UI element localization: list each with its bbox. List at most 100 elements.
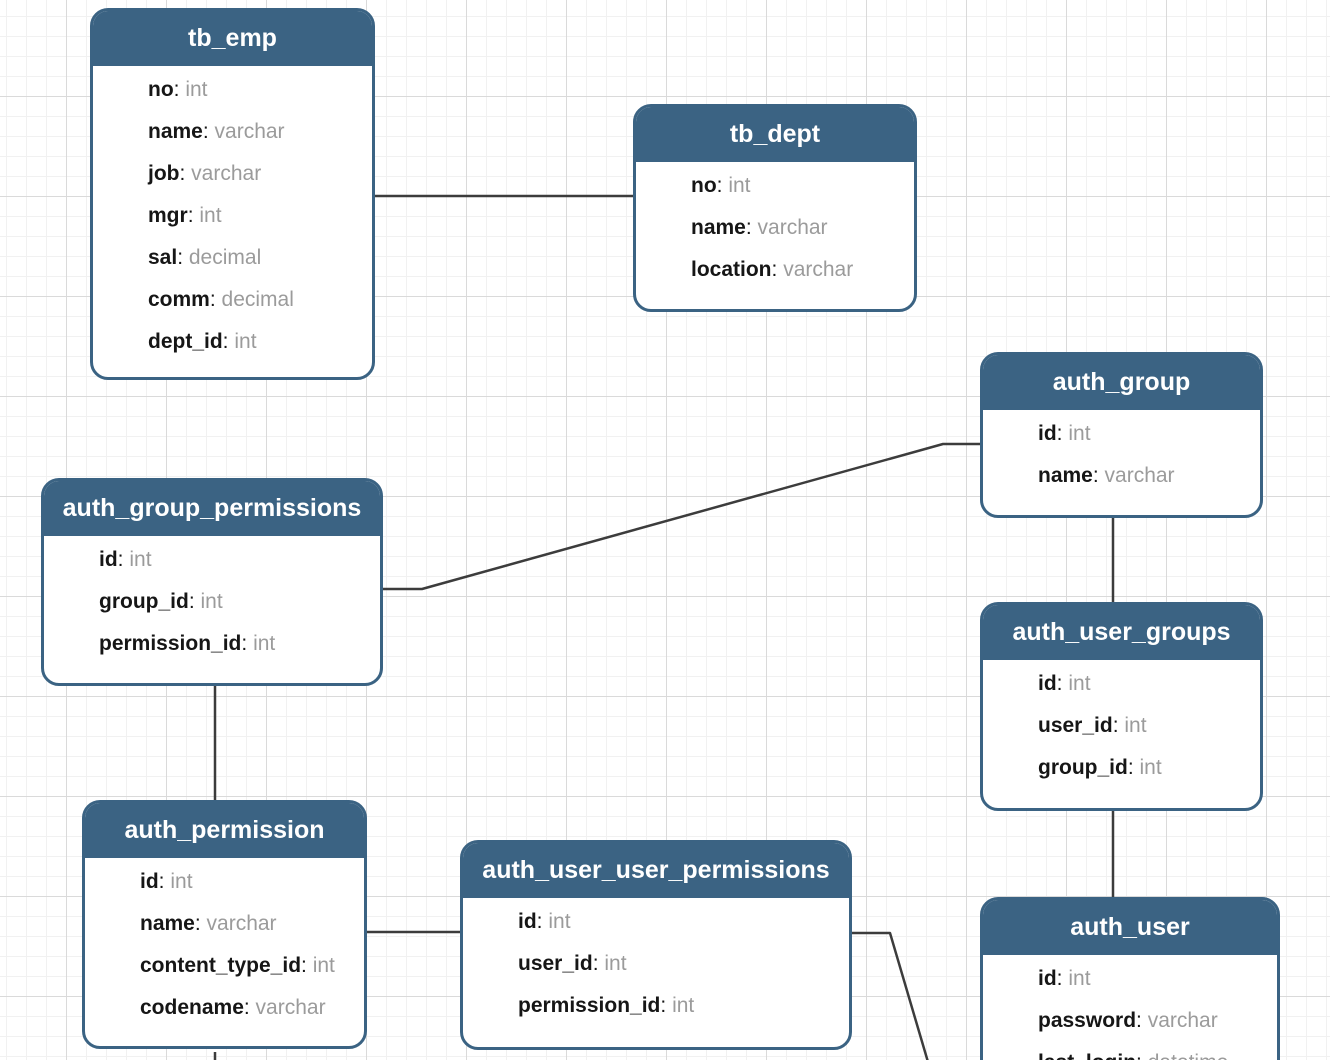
field-type: decimal — [221, 288, 294, 311]
field-separator: : — [179, 162, 192, 185]
field-name: permission_id — [518, 994, 661, 1017]
field-type: varchar — [1104, 464, 1175, 487]
field-row: id: int — [1038, 958, 1277, 1000]
field-type: varchar — [757, 216, 828, 239]
field-row: id: int — [140, 861, 364, 903]
field-name: codename — [140, 996, 244, 1019]
field-separator: : — [187, 204, 200, 227]
field-type: int — [1068, 967, 1091, 990]
field-type: varchar — [255, 996, 326, 1019]
table-title: tb_dept — [636, 107, 914, 162]
field-row: permission_id: int — [518, 985, 849, 1027]
field-separator: : — [1056, 967, 1069, 990]
field-type: decimal — [188, 246, 262, 269]
table-title: auth_user_user_permissions — [463, 843, 849, 898]
field-name: location — [691, 258, 772, 281]
field-type: varchar — [783, 258, 854, 281]
field-row: codename: varchar — [140, 987, 364, 1029]
field-type: int — [129, 548, 152, 571]
field-name: user_id — [1038, 714, 1113, 737]
field-name: group_id — [1038, 756, 1128, 779]
table-title: tb_emp — [93, 11, 372, 66]
table-title: auth_group — [983, 355, 1260, 410]
field-name: last_login — [1038, 1051, 1136, 1060]
field-name: id — [140, 870, 159, 893]
field-separator: : — [592, 952, 605, 975]
field-separator: : — [1127, 756, 1140, 779]
field-separator: : — [1056, 672, 1069, 695]
connector-auth_user_user_permissions-to-offscreen-bottom — [852, 931, 929, 1060]
field-type: int — [200, 590, 223, 613]
field-name: name — [691, 216, 746, 239]
field-separator: : — [209, 288, 222, 311]
field-name: id — [518, 910, 537, 933]
field-row: content_type_id: int — [140, 945, 364, 987]
field-separator: : — [660, 994, 673, 1017]
field-row: permission_id: int — [99, 623, 380, 665]
connector-auth_group_permissions-to-auth_group — [383, 442, 980, 591]
field-row: name: varchar — [148, 111, 372, 153]
field-name: permission_id — [99, 632, 242, 655]
field-type: int — [312, 954, 335, 977]
field-name: id — [1038, 967, 1057, 990]
field-separator: : — [1136, 1009, 1148, 1032]
field-row: id: int — [99, 539, 380, 581]
field-name: content_type_id — [140, 954, 302, 977]
field-name: group_id — [99, 590, 189, 613]
table-title: auth_user — [983, 900, 1277, 955]
field-name: name — [148, 120, 203, 143]
field-separator: : — [194, 912, 207, 935]
field-name: id — [1038, 422, 1057, 445]
field-separator: : — [202, 120, 215, 143]
field-name: dept_id — [148, 330, 223, 353]
field-name: password — [1038, 1009, 1137, 1032]
field-separator: : — [771, 258, 784, 281]
field-separator: : — [117, 548, 130, 571]
field-type: varchar — [191, 162, 262, 185]
field-row: sal: decimal — [148, 237, 372, 279]
field-separator: : — [222, 330, 235, 353]
table-title: auth_permission — [85, 803, 364, 858]
field-row: last_login: datetime — [1038, 1042, 1277, 1060]
field-separator: : — [243, 996, 256, 1019]
field-type: int — [1139, 756, 1162, 779]
field-separator: : — [745, 216, 758, 239]
field-type: int — [199, 204, 222, 227]
field-name: job — [148, 162, 180, 185]
field-separator: : — [716, 174, 729, 197]
field-separator: : — [241, 632, 254, 655]
field-row: group_id: int — [99, 581, 380, 623]
field-separator: : — [177, 246, 189, 269]
field-name: comm — [148, 288, 210, 311]
field-row: no: int — [148, 69, 372, 111]
field-row: user_id: int — [1038, 705, 1260, 747]
field-name: id — [99, 548, 118, 571]
field-type: int — [234, 330, 257, 353]
field-type: varchar — [206, 912, 277, 935]
field-separator: : — [1136, 1051, 1148, 1060]
field-separator: : — [1056, 422, 1069, 445]
field-row: id: int — [518, 901, 849, 943]
field-type: int — [1124, 714, 1147, 737]
field-type: int — [548, 910, 571, 933]
field-name: mgr — [148, 204, 188, 227]
field-name: id — [1038, 672, 1057, 695]
field-row: password: varchar — [1038, 1000, 1277, 1042]
